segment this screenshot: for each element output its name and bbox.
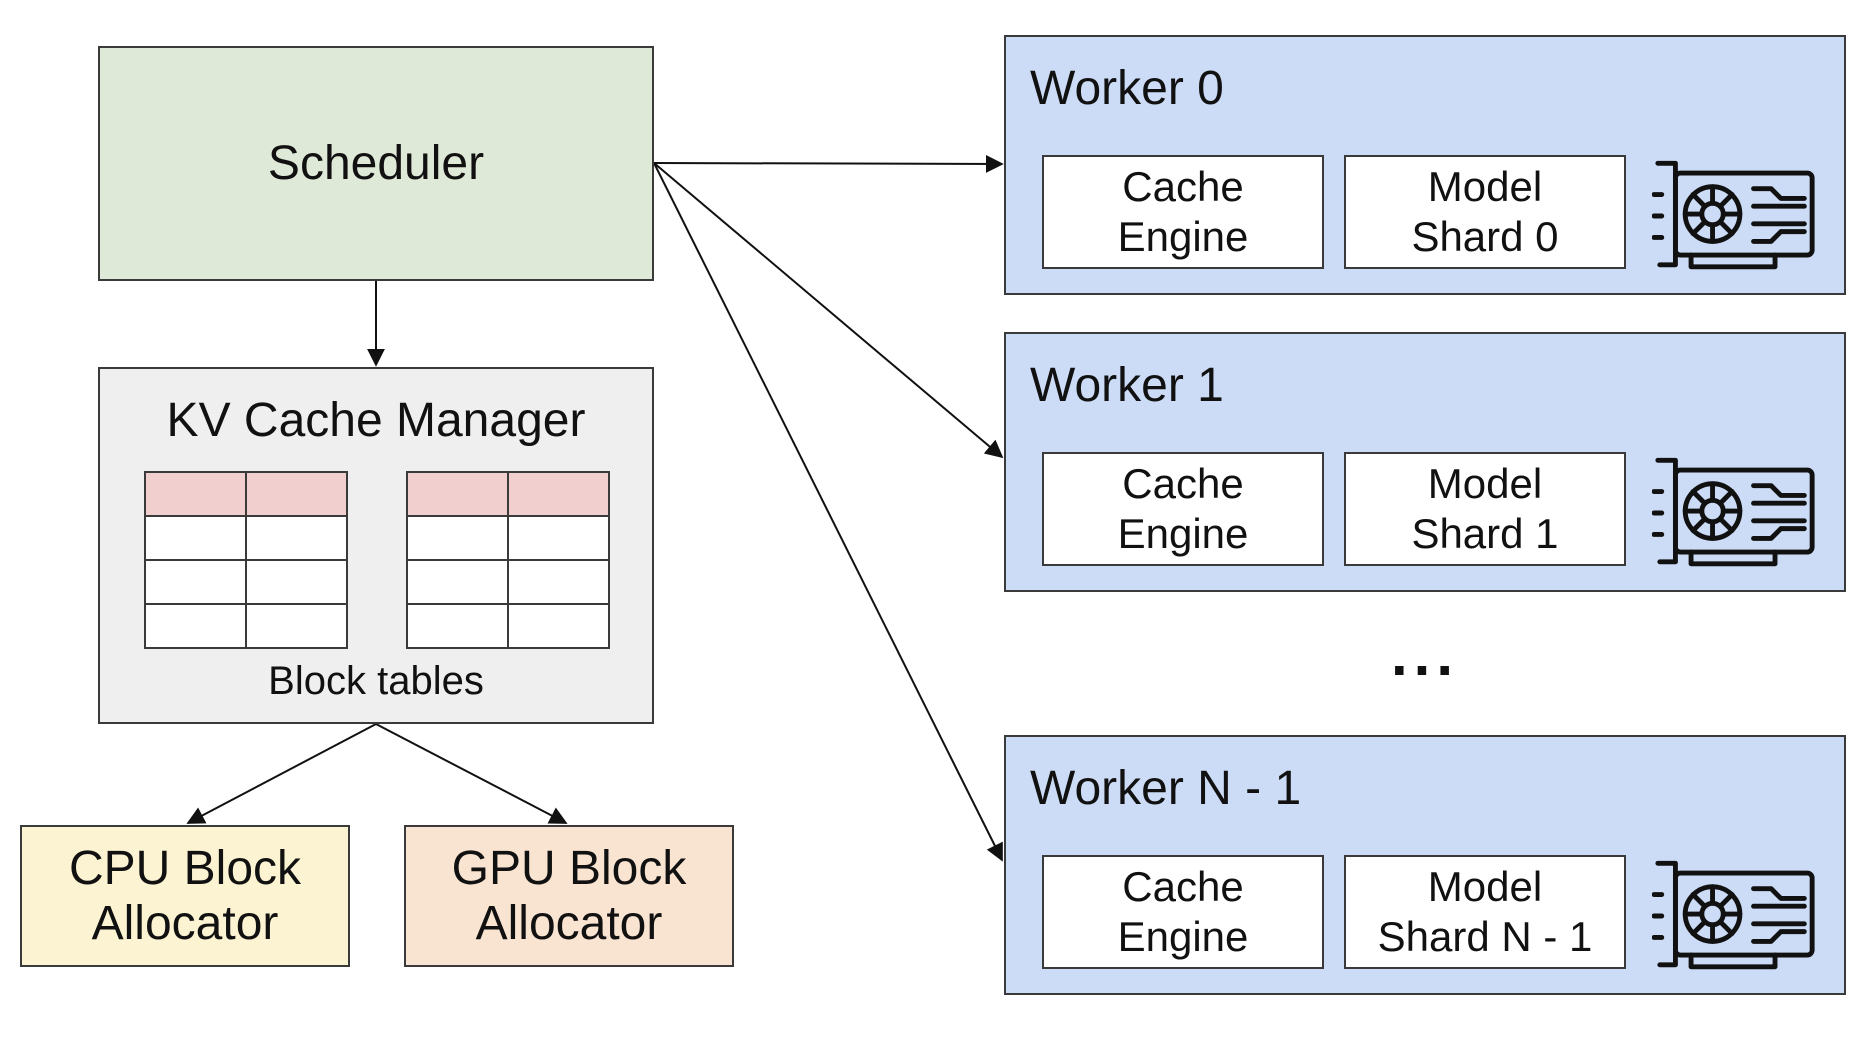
block-table-row xyxy=(144,559,348,605)
block-table-row xyxy=(406,559,610,605)
block-table xyxy=(144,471,348,649)
scheduler-box: Scheduler xyxy=(98,46,654,281)
block-table-row xyxy=(406,515,610,561)
block-table-row xyxy=(144,515,348,561)
model-shard-label-line1: Model xyxy=(1427,862,1543,910)
kv-cache-manager-box: KV Cache Manager Block tables xyxy=(98,367,654,724)
cache-engine-label-line2: Engine xyxy=(1117,510,1249,557)
kv-cache-manager-title: KV Cache Manager xyxy=(166,394,586,447)
arrow-scheduler-to-worker-0 xyxy=(653,154,1004,173)
block-table xyxy=(406,471,610,649)
gpu-allocator-label-line1: GPU Block xyxy=(451,841,687,895)
block-table-header-row xyxy=(144,471,348,517)
model-shard-label-line2: Shard 1 xyxy=(1411,510,1559,557)
cache-engine-label-line1: Cache xyxy=(1122,459,1244,507)
model-shard-label-line2: Shard 0 xyxy=(1411,213,1559,260)
cache-engine-label-line1: Cache xyxy=(1122,162,1244,210)
worker-title: Worker N - 1 xyxy=(1030,762,1302,815)
cache-engine-label-line1: Cache xyxy=(1122,862,1244,910)
arrow-kv-manager-to-cpu-allocator xyxy=(186,723,377,824)
arrow-scheduler-to-worker-n-1 xyxy=(653,162,1003,862)
block-tables-caption: Block tables xyxy=(268,659,484,703)
arrow-scheduler-to-worker-1 xyxy=(653,162,1004,459)
gpu-card-icon xyxy=(1652,457,1815,567)
worker-title: Worker 1 xyxy=(1030,359,1224,412)
model-shard-label-line1: Model xyxy=(1427,459,1543,507)
cache-engine-label-line2: Engine xyxy=(1117,913,1249,960)
block-table-row xyxy=(144,603,348,649)
arrow-kv-manager-to-gpu-allocator xyxy=(375,723,568,824)
more-workers-ellipsis: ... xyxy=(1390,621,1459,688)
gpu-block-allocator-box: GPU Block Allocator xyxy=(404,825,734,967)
scheduler-label: Scheduler xyxy=(267,137,485,190)
model-shard-label-line1: Model xyxy=(1427,162,1543,210)
cpu-block-allocator-box: CPU Block Allocator xyxy=(20,825,350,967)
cache-engine-label-line2: Engine xyxy=(1117,213,1249,260)
model-shard-label-line2: Shard N - 1 xyxy=(1377,913,1593,960)
cpu-allocator-label-line2: Allocator xyxy=(91,897,279,950)
worker-title: Worker 0 xyxy=(1030,62,1224,115)
gpu-card-icon xyxy=(1652,160,1815,270)
cpu-allocator-label-line1: CPU Block xyxy=(68,841,302,895)
block-table-row xyxy=(406,603,610,649)
gpu-card-icon xyxy=(1652,860,1815,970)
gpu-allocator-label-line2: Allocator xyxy=(475,897,663,950)
block-table-header-row xyxy=(406,471,610,517)
